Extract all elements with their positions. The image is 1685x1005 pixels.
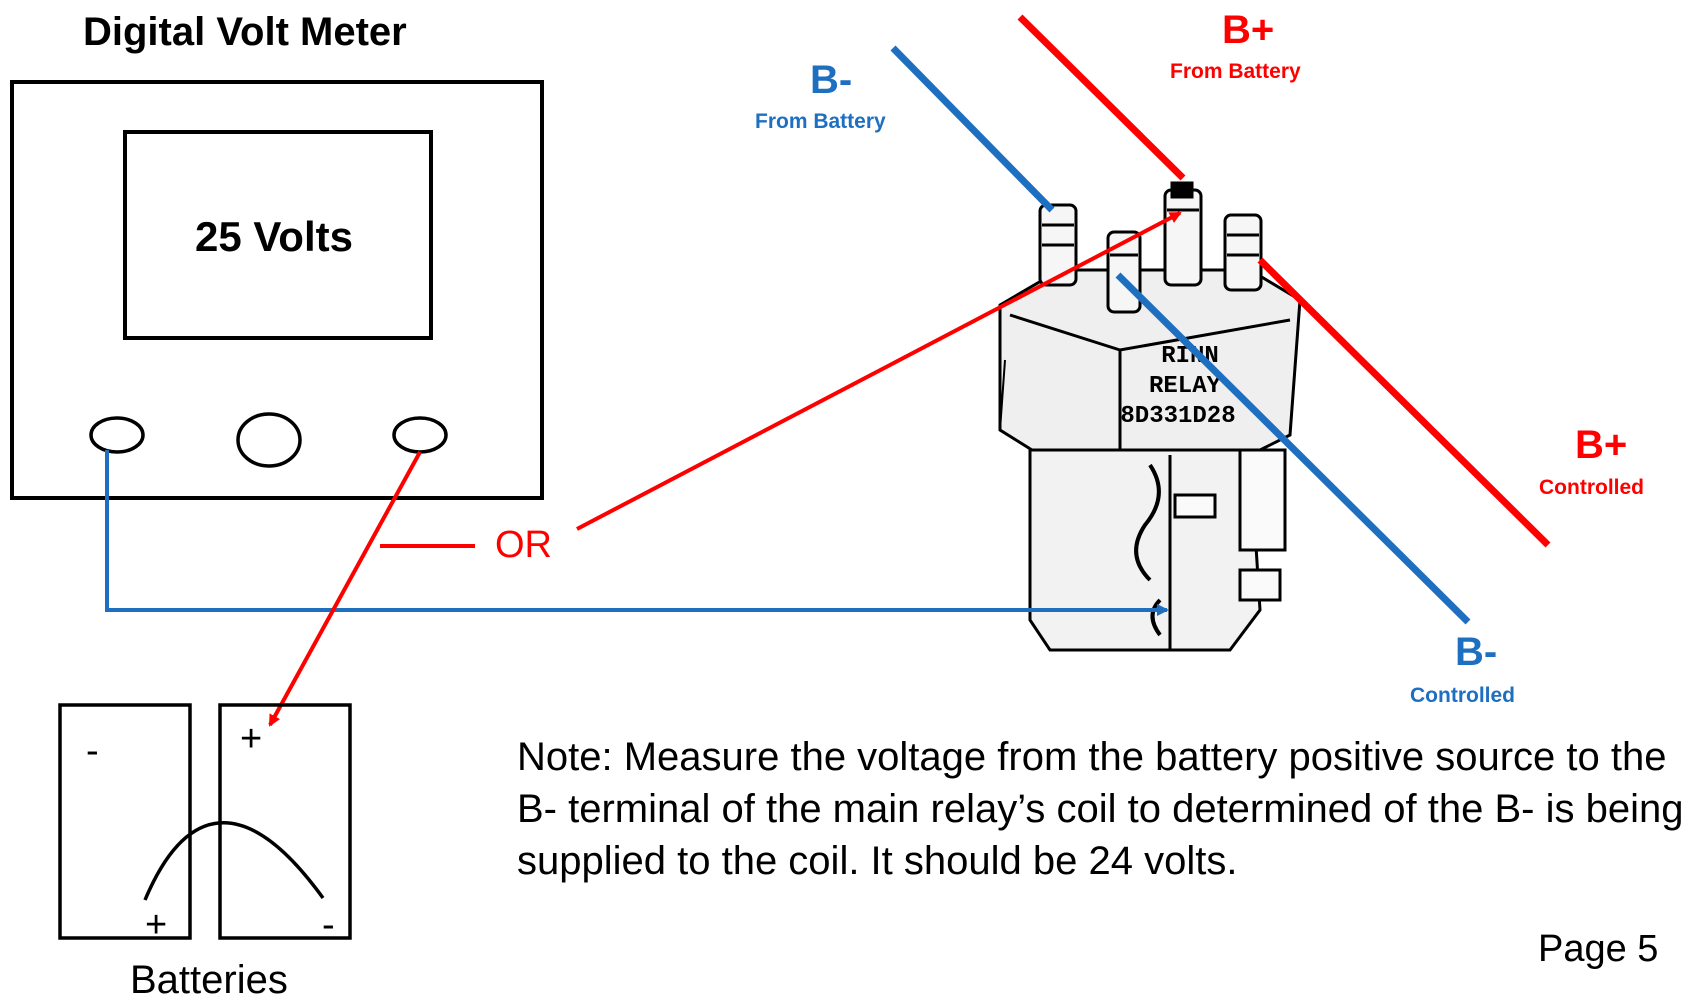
- relay-illustration: [998, 181, 1302, 652]
- meter-reading: 25 Volts: [195, 213, 353, 260]
- battery-left: [58, 703, 192, 940]
- meter-body: [10, 80, 544, 500]
- note-text: Note: Measure the voltage from the batte…: [517, 735, 1684, 883]
- meter-display: [123, 130, 433, 340]
- batteries-label: Batteries: [130, 958, 288, 1002]
- probe-lead-to-relay: [576, 211, 1182, 531]
- wire-b-plus-controlled: [1257, 257, 1551, 548]
- or-label: OR: [495, 524, 552, 566]
- terminal-b-plus-controlled-caption: Controlled: [1539, 476, 1644, 499]
- wire-b-minus-from-battery: [890, 45, 1055, 213]
- battery-jumper: [143, 821, 325, 901]
- probe-lead-negative: [105, 450, 1169, 616]
- terminal-b-plus-battery-caption: From Battery: [1170, 60, 1301, 83]
- meter-jack-right: [392, 416, 448, 454]
- meter-jack-center: [236, 412, 302, 468]
- battery-left-top-sign: -: [86, 730, 99, 772]
- battery-right-bottom-sign: -: [322, 904, 335, 946]
- battery-left-bottom-sign: +: [145, 904, 168, 946]
- terminal-b-minus-controlled-symbol: B-: [1455, 630, 1498, 674]
- battery-right-top-sign: +: [240, 718, 263, 760]
- wire-b-minus-controlled: [1115, 272, 1471, 625]
- meter-title: Digital Volt Meter: [83, 10, 407, 54]
- probe-lead-to-battery: [268, 451, 422, 727]
- terminal-b-minus-battery-symbol: B-: [810, 58, 853, 102]
- terminal-b-minus-battery-caption: From Battery: [755, 110, 886, 133]
- terminal-b-plus-battery-symbol: B+: [1222, 8, 1275, 52]
- meter-jack-left: [89, 416, 145, 454]
- wire-b-plus-from-battery: [1017, 14, 1186, 181]
- relay-label-line-3: 8D331D28: [1120, 403, 1235, 430]
- page-number: Page 5: [1538, 928, 1659, 970]
- terminal-b-minus-controlled-caption: Controlled: [1410, 684, 1515, 707]
- terminal-b-plus-controlled-symbol: B+: [1575, 423, 1628, 467]
- relay-label-line-2: RELAY: [1149, 373, 1222, 400]
